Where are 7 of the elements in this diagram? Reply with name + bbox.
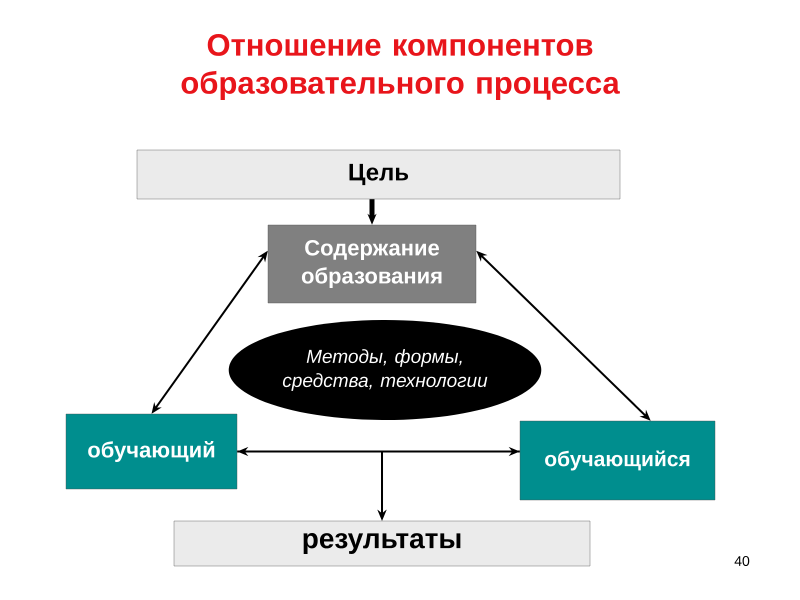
goal-box: Цель (136, 150, 620, 200)
results-box: результаты (174, 520, 590, 566)
page-number: 40 (734, 556, 750, 566)
learner-box: обучающийся (520, 420, 716, 500)
content-box: Содержание образования (268, 224, 476, 304)
teacher-box: обучающий (66, 414, 238, 490)
title: Отношение компонентов образовательного процесса (182, 34, 620, 100)
